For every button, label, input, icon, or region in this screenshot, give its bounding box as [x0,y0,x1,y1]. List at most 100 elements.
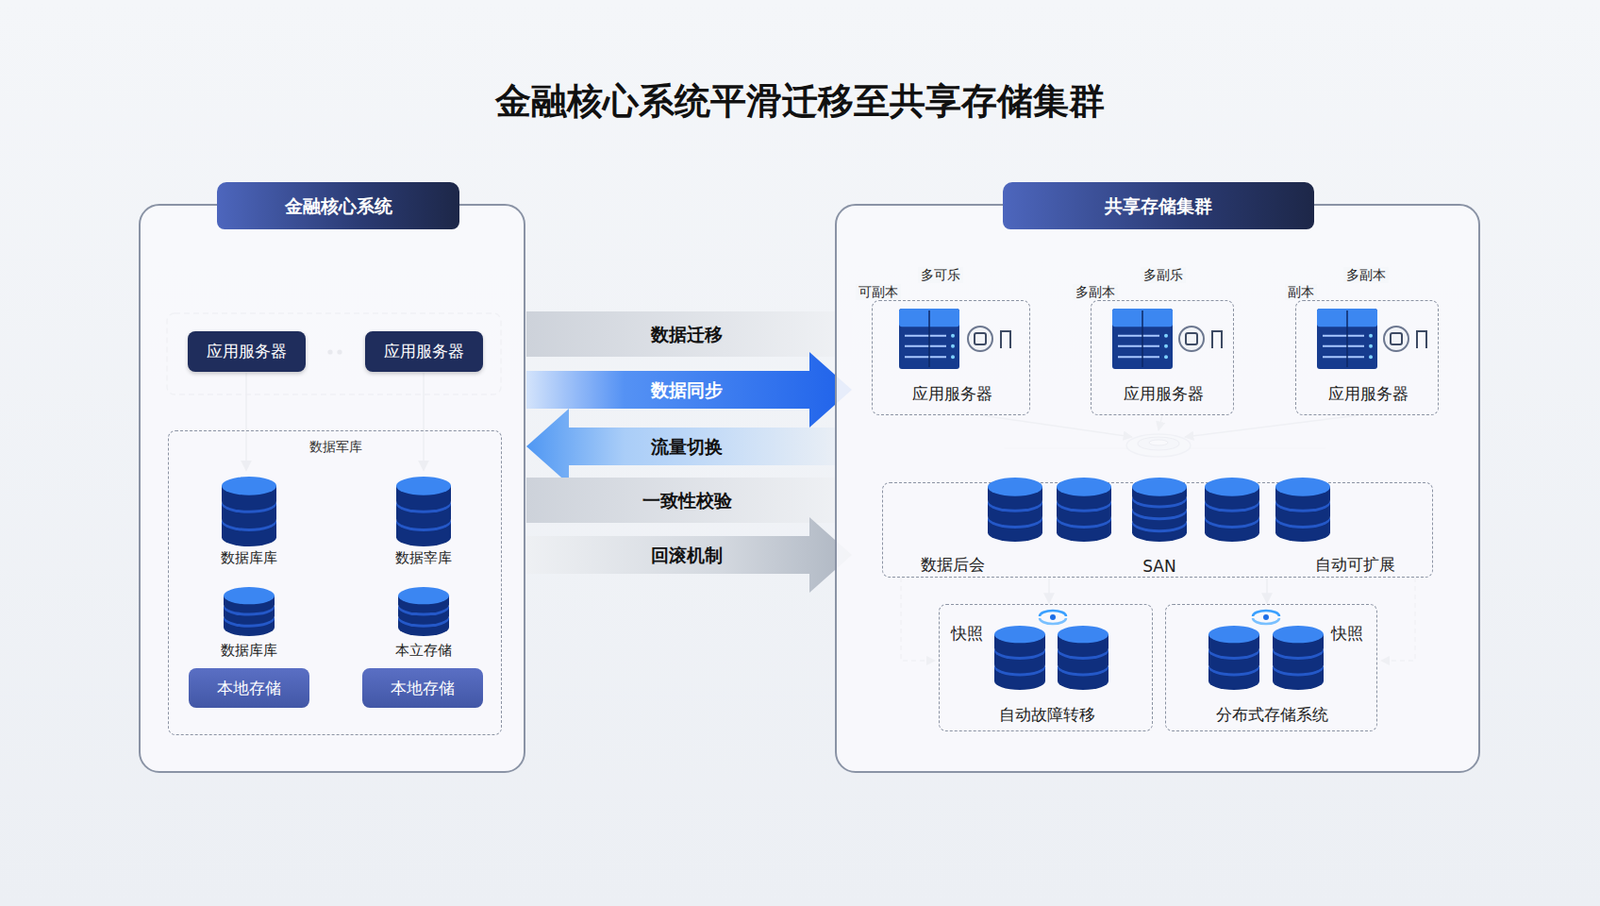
server-led [1368,333,1373,338]
server-led [950,344,955,349]
server-body [899,308,960,369]
band-shape [526,311,852,357]
band-shape [526,516,852,593]
server-led [1164,354,1168,359]
server-icon [1112,308,1173,369]
group-box: 数据军库数据库库数据宰库数据库库本立存储本地存储本地存储 [167,430,502,735]
sync-dot [1050,614,1056,620]
node-label: 副本 [1284,283,1317,300]
sync-dot [1263,614,1269,620]
database-icon [1208,625,1260,690]
device-ring [967,326,993,351]
node-label: 快照 [1331,623,1364,643]
node-label: 本地存储 [362,667,484,708]
group-box: 多副本副本应用服务器 [1295,300,1439,416]
database-disc-top [398,586,450,604]
database-icon [1275,477,1331,542]
node-box: 数据宰库 [376,471,471,571]
node-label: 应用服务器 [187,331,306,372]
node-label: 本立存储 [376,641,471,659]
node-label: 自动可扩展 [1315,554,1396,574]
process-band: 数据迁移 [526,311,852,357]
node-label: 流量切换 [526,423,848,469]
node-label: 多副本 [1343,266,1389,284]
database-disc-top [1132,477,1187,497]
node-box: 数据库库 [201,471,297,571]
server-slot [1322,355,1365,358]
server-led [950,333,955,338]
device-bracket [1212,331,1222,349]
device-bracket [1416,331,1427,349]
node-label: 应用服务器 [365,331,484,372]
device-icon [967,326,1011,351]
server-body [1112,308,1173,369]
process-band: 一致性校验 [526,477,852,523]
server-divider [928,310,931,367]
device-icon [1179,326,1222,351]
band-shape [526,477,852,523]
device-core [1390,333,1402,345]
node-label: 共享存储集群 [1002,182,1315,230]
node-label: 应用服务器 [1091,383,1235,403]
server-led [1164,333,1168,338]
band-shape [526,351,852,428]
process-band: 数据同步 [526,366,852,413]
server-slot [904,345,947,348]
node-label: 数据库库 [201,641,297,659]
server-slot [1117,334,1160,337]
server-divider [1141,310,1144,367]
node-label: 多副乐 [1140,266,1186,284]
database-icon [221,476,277,547]
server-divider [1346,310,1349,367]
node-label: 数据迁移 [526,311,848,357]
node-label: SAN [1137,556,1182,576]
database-disc-top [1208,625,1260,643]
sync-icon [1039,610,1067,624]
group-box: 数据后会SAN自动可扩展 [882,482,1434,578]
diagram-title: 金融核心系统平滑迁移至共享存储集群 [0,77,1600,126]
group-box: 本地存储 [188,667,310,708]
server-icon [899,308,960,369]
node-label: 分布式存储系统 [1166,704,1379,724]
group-box: 多副乐多副本应用服务器 [1090,300,1234,416]
node-box: 数据库库 [201,583,297,664]
database-icon [1132,477,1187,542]
server-led [1164,344,1168,349]
server-led [1368,354,1373,359]
database-icon [1056,477,1112,542]
server-icon [1316,308,1378,369]
database-icon [1057,625,1109,690]
group-box: 金融核心系统应用服务器应用服务器数据军库数据库库数据宰库数据库库本立存储本地存储… [138,203,526,773]
database-disc-top [221,476,277,496]
server-slot [904,334,947,337]
server-slot [904,355,947,358]
database-disc-top [396,476,451,496]
group-box: 应用服务器 [365,331,484,372]
node-box: 本立存储 [376,583,471,664]
device-ring [1179,326,1204,351]
server-body [1316,308,1378,369]
database-disc-top [223,586,275,604]
node-label: 一致性校验 [526,477,848,523]
node-label: 可副本 [855,283,901,300]
sync-icon [1252,610,1280,624]
group-box: 快照分布式存储系统 [1165,603,1378,732]
server-slot [1117,345,1160,348]
group-box: 多可乐可副本应用服务器 [871,300,1031,416]
node-label: 数据军库 [168,438,503,455]
node-label: 数据同步 [526,366,848,413]
server-slot [1322,334,1365,337]
group-box: 快照自动故障转移 [938,603,1153,732]
database-disc-top [987,477,1043,497]
node-label: 多可乐 [917,266,964,284]
node-label: 自动故障转移 [939,704,1154,724]
server-slot [1117,355,1160,358]
device-icon [1383,326,1427,351]
server-slot [1322,345,1365,348]
node-label: 应用服务器 [872,383,1032,403]
process-band: 回滚机制 [526,532,852,578]
group-box: 应用服务器 [187,331,306,372]
node-label: 数据宰库 [376,549,471,567]
database-icon [1204,477,1260,542]
